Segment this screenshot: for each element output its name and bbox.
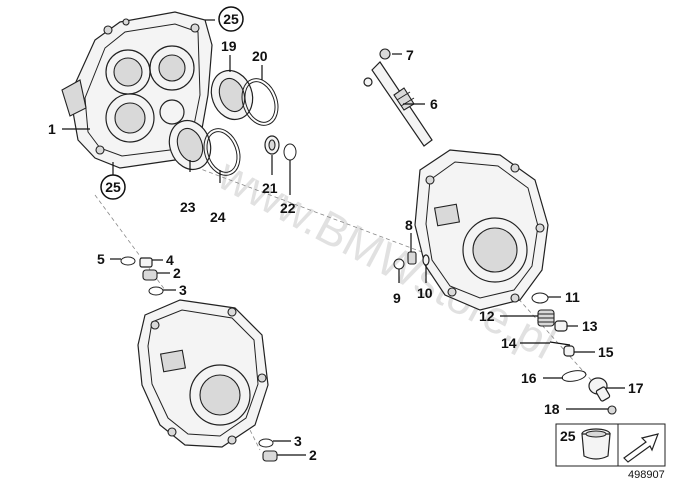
callout-12: 12 <box>479 308 495 324</box>
o-ring-24 <box>203 128 241 176</box>
callout-14: 14 <box>501 335 517 351</box>
sleeve-part-4 <box>139 257 153 268</box>
reference-number: 498907 <box>628 469 665 481</box>
washer-part-18 <box>607 405 617 415</box>
ring-part-3-lower <box>258 438 274 448</box>
legend-callout-25: 25 <box>560 428 576 444</box>
seal-part-2-upper <box>142 269 158 281</box>
plug-part-10 <box>422 254 430 266</box>
callout-2-upper: 2 <box>173 265 181 281</box>
leader-lines <box>62 19 625 456</box>
callout-17: 17 <box>628 380 644 396</box>
plug-part-17 <box>588 377 611 402</box>
ring-part-3-upper <box>148 286 164 296</box>
nut-part-7 <box>379 48 391 60</box>
o-ring-22 <box>283 143 297 161</box>
callout-25-left: 25 <box>105 179 121 195</box>
right-housing-part <box>414 149 549 311</box>
callout-18: 18 <box>544 401 560 417</box>
o-ring-part-5 <box>120 256 136 266</box>
callout-15: 15 <box>598 344 614 360</box>
seal-part-2-lower <box>262 450 278 462</box>
callout-22: 22 <box>280 200 296 216</box>
o-ring-part-16 <box>561 370 587 382</box>
callout-5: 5 <box>97 251 105 267</box>
callout-3-upper: 3 <box>179 282 187 298</box>
callout-9: 9 <box>393 290 401 306</box>
bolt-part-8 <box>407 251 417 265</box>
o-ring-20 <box>241 78 279 126</box>
cap-part-15 <box>563 345 575 357</box>
callout-4: 4 <box>166 252 174 268</box>
sealing-ring-23 <box>168 119 212 171</box>
callout-8: 8 <box>405 217 413 233</box>
callout-10: 10 <box>417 285 433 301</box>
callout-23: 23 <box>180 199 196 215</box>
callout-3-lower: 3 <box>294 433 302 449</box>
callout-11: 11 <box>565 289 580 305</box>
callout-16: 16 <box>521 370 537 386</box>
legend-box: 25 <box>555 423 666 467</box>
housing-cover-part <box>61 11 213 169</box>
callout-25-top: 25 <box>223 11 239 27</box>
sealing-ring-19 <box>210 69 254 121</box>
callout-20: 20 <box>252 48 268 64</box>
callout-19: 19 <box>221 38 237 54</box>
legend-part-25-image <box>581 428 611 460</box>
callout-6: 6 <box>430 96 438 112</box>
callout-21: 21 <box>262 180 278 196</box>
sleeve-part-13 <box>554 320 568 332</box>
callout-2-lower: 2 <box>309 447 317 463</box>
seal-21 <box>264 135 280 155</box>
callout-25-circle-left <box>100 174 126 200</box>
callout-13: 13 <box>582 318 598 334</box>
direction-arrow-icon <box>623 433 659 463</box>
lower-housing-part <box>137 299 269 448</box>
callout-25-circle-top <box>218 6 244 32</box>
callout-labels: 1 25 25 19 20 23 24 21 22 7 6 8 9 10 11 … <box>48 6 644 463</box>
spring-part-12 <box>537 309 555 327</box>
callout-7: 7 <box>406 47 414 63</box>
callout-24: 24 <box>210 209 226 225</box>
callout-1: 1 <box>48 121 56 137</box>
pin-part-14 <box>549 341 571 346</box>
o-ring-part-11 <box>531 292 549 304</box>
